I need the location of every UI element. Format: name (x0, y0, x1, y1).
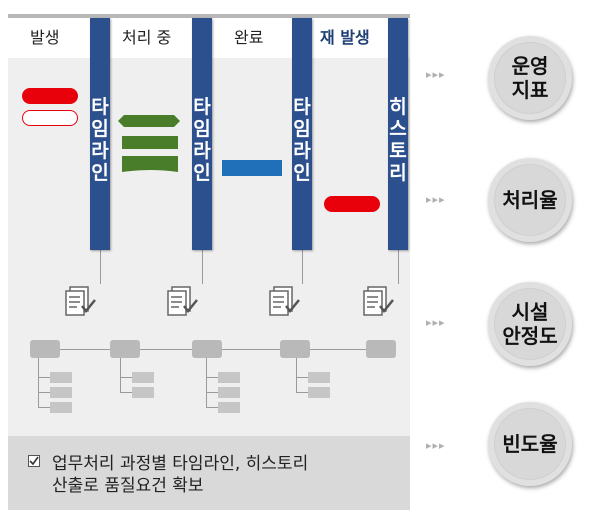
summary-note-bar (8, 436, 410, 510)
document-check-icon (363, 286, 394, 316)
arrow-right-icon: ▸▸▸ (426, 439, 446, 452)
tree-leaf (218, 402, 240, 413)
arrow-right-icon: ▸▸▸ (426, 316, 446, 329)
stage-label-reoccur: 재 발생 (320, 28, 370, 47)
tree-node-1 (30, 340, 60, 358)
metric-label-line1: 처리율 (502, 188, 558, 212)
document-check-icon (65, 286, 96, 316)
tree-branch-tick (206, 377, 218, 378)
bar-stem-1 (100, 250, 101, 284)
occurrence-outline-pill (22, 110, 78, 126)
tree-node-3 (192, 340, 222, 358)
bar-stem-3 (302, 250, 303, 284)
green-block-tail (122, 169, 178, 172)
tree-branch-1 (38, 358, 39, 408)
tree-leaf (132, 372, 154, 383)
tree-leaf (308, 387, 330, 398)
tree-branch-tick (38, 407, 50, 408)
document-check-icon (167, 286, 198, 316)
metric-label-line1: 운영 (511, 54, 549, 78)
metric-circle-operation-index: 운영 지표 (488, 36, 572, 120)
summary-note-text: 업무처리 과정별 타임라인, 히스토리 산출로 품질요건 확보 (52, 453, 308, 497)
arrow-right-icon: ▸▸▸ (426, 68, 446, 81)
metric-label-line2: 지표 (511, 78, 549, 102)
bar-stem-2 (202, 250, 203, 284)
timeline-bar-2 (192, 18, 212, 250)
document-check-icon (269, 286, 300, 316)
tree-branch-tick (296, 377, 308, 378)
metric-circle-processing-rate: 처리율 (488, 158, 572, 242)
tree-leaf (308, 372, 330, 383)
tree-node-4 (280, 340, 310, 358)
complete-blue-bar (222, 160, 282, 176)
green-block-3 (122, 156, 178, 169)
arrow-right-icon: ▸▸▸ (426, 193, 446, 206)
metric-label-line1: 시설 (511, 300, 549, 324)
tree-branch-3 (206, 358, 207, 408)
stage-label-processing: 처리 중 (122, 28, 172, 47)
checkbox-icon (28, 455, 40, 467)
tree-branch-tick (120, 392, 132, 393)
occurrence-red-pill (22, 88, 78, 104)
tree-branch-tick (38, 377, 50, 378)
green-block-2 (122, 136, 178, 149)
tree-branch-tick (296, 392, 308, 393)
tree-leaf (218, 372, 240, 383)
tree-leaf (50, 372, 72, 383)
tree-branch-tick (120, 377, 132, 378)
tree-leaf (50, 387, 72, 398)
tree-branch-tick (206, 407, 218, 408)
metric-label-line2: 안정도 (502, 324, 558, 348)
metric-label-line1: 빈도율 (502, 432, 558, 456)
metric-circle-facility-stability: 시설 안정도 (488, 282, 572, 366)
progress-green-blocks (118, 115, 180, 172)
timeline-bar-1 (90, 18, 110, 250)
summary-note-line-2: 산출로 품질요건 확보 (52, 476, 204, 496)
history-bar (388, 18, 408, 250)
green-block-1 (118, 115, 180, 127)
tree-leaf (132, 387, 154, 398)
timeline-bar-3 (292, 18, 312, 250)
tree-node-2 (110, 340, 140, 358)
stage-label-occur: 발생 (30, 28, 60, 47)
summary-note-line-1: 업무처리 과정별 타임라인, 히스토리 (52, 454, 309, 474)
tree-leaf (50, 402, 72, 413)
tree-leaf (218, 387, 240, 398)
metric-circle-frequency-rate: 빈도율 (488, 402, 572, 486)
tree-branch-2 (120, 358, 121, 392)
bar-stem-4 (398, 250, 399, 284)
tree-branch-4 (296, 358, 297, 392)
stage-label-complete: 완료 (234, 28, 264, 47)
tree-node-5 (366, 340, 396, 358)
tree-branch-tick (206, 392, 218, 393)
tree-branch-tick (38, 392, 50, 393)
panel-top-border (8, 14, 410, 18)
reoccur-red-pill (324, 196, 380, 212)
